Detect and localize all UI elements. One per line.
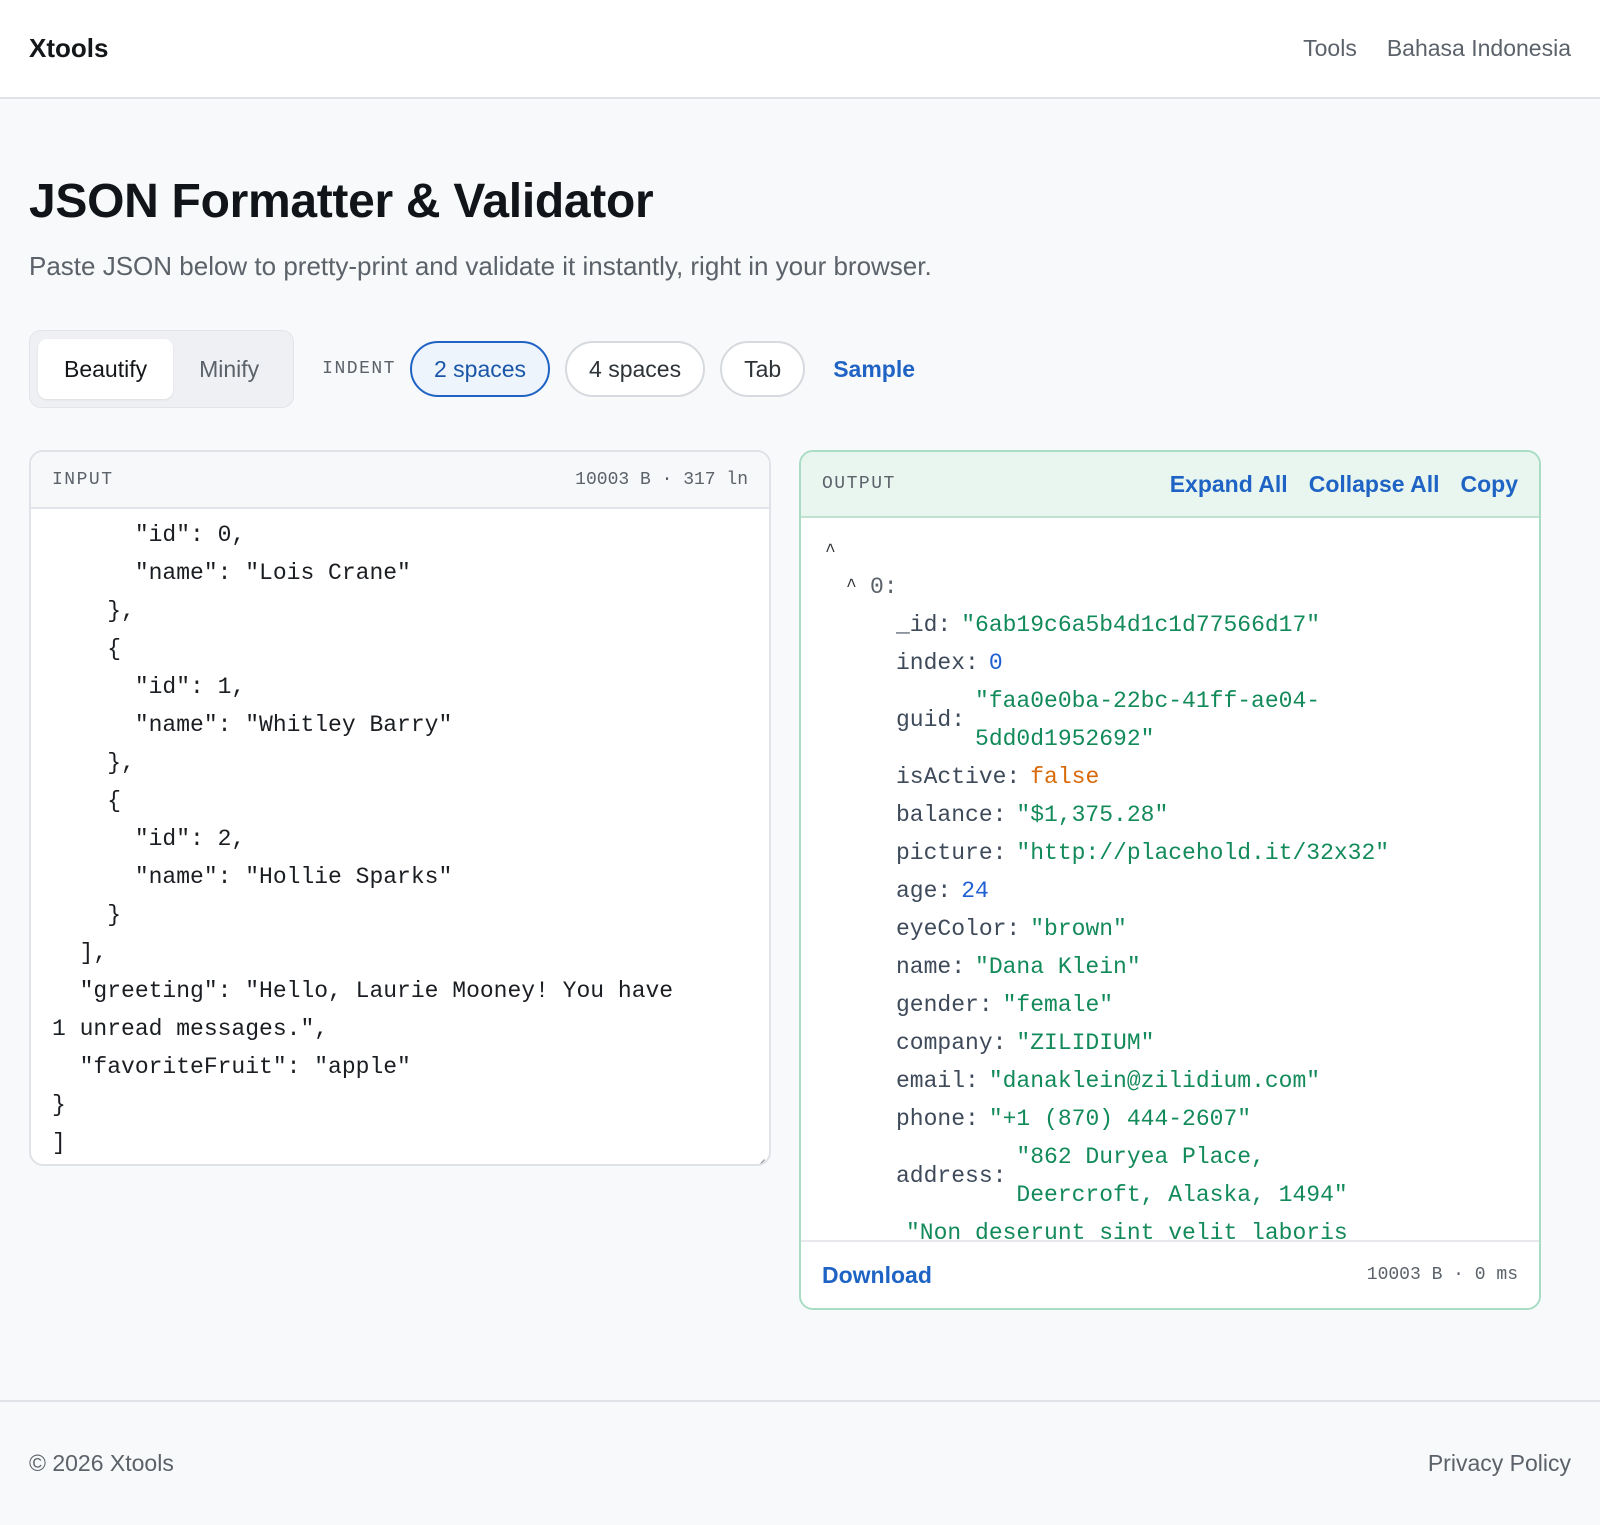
property-value: "danaklein@zilidium.com" [988,1068,1321,1094]
tree-node-label: 0: [870,574,898,600]
input-label: INPUT [52,469,114,490]
property-value: "+1 (870) 444-2607" [988,1106,1252,1132]
top-nav: Tools Bahasa Indonesia [1303,35,1571,62]
output-stats: 10003 B · 0 ms [1366,1265,1518,1285]
beautify-button[interactable]: Beautify [38,339,174,399]
property-key: name: [896,954,966,980]
property-value: "faa0e0ba-22bc-41ff-ae04-5dd0d1952692" [975,688,1321,752]
property-key: phone: [896,1106,979,1132]
minify-button[interactable]: Minify [173,339,285,399]
property-key: picture: [896,840,1007,866]
output-panel: OUTPUT Expand All Collapse All Copy ^ ^ … [799,450,1541,1310]
input-panel-header: INPUT 10003 B · 317 ln [31,452,769,509]
top-bar: Xtools Tools Bahasa Indonesia [0,0,1600,99]
property-key: address: [896,1163,1007,1189]
property-value: "http://placehold.it/32x32" [1016,840,1390,866]
input-textarea[interactable]: "id": 0, "name": "Lois Crane" }, { "id":… [52,522,674,1156]
resize-handle-icon[interactable] [751,1146,765,1160]
property-value: "female" [1002,992,1114,1018]
property-value: 0 [988,650,1003,676]
tree-property-row: isActive: false [801,758,1539,796]
property-value: "brown" [1030,916,1127,942]
nav-tools-link[interactable]: Tools [1303,35,1357,61]
indent-4-spaces-button[interactable]: 4 spaces [565,341,706,397]
indent-2-spaces-button[interactable]: 2 spaces [409,341,551,397]
privacy-policy-link[interactable]: Privacy Policy [1427,1450,1571,1476]
tree-property-row: guid: "faa0e0ba-22bc-41ff-ae04-5dd0d19526… [801,682,1539,758]
tree-property-row: eyeColor: "brown" [801,910,1539,948]
brand-logo[interactable]: Xtools [29,33,109,63]
tree-properties: _id: "6ab19c6a5b4d1c1d77566d17" index: 0 gui… [801,606,1539,1244]
tree-property-row: age: 24 [801,872,1539,910]
output-panel-footer: Download 10003 B · 0 ms [801,1240,1539,1308]
property-key: index: [896,650,979,676]
property-key: balance: [896,802,1007,828]
tree-property-row: gender: "female" [801,986,1539,1024]
property-value: false [1030,764,1100,790]
sample-link[interactable]: Sample [833,355,916,382]
indent-label: INDENT [322,359,396,379]
collapse-all-button[interactable]: Collapse All [1308,470,1440,497]
property-value: "$1,375.28" [1016,802,1169,828]
nav-language-link[interactable]: Bahasa Indonesia [1386,35,1571,61]
copyright-text: © 2026 Xtools [29,1450,174,1476]
tree-property-row: balance: "$1,375.28" [801,796,1539,834]
tree-property-row: phone: "+1 (870) 444-2607" [801,1100,1539,1138]
property-key: isActive: [896,764,1021,790]
copy-button[interactable]: Copy [1460,470,1519,497]
mode-segmented-control: Beautify Minify [29,330,295,408]
page-subtitle: Paste JSON below to pretty-print and val… [29,251,932,281]
tree-property-row: picture: "http://placehold.it/32x32" [801,834,1539,872]
property-value: "6ab19c6a5b4d1c1d77566d17" [961,612,1321,638]
expand-all-button[interactable]: Expand All [1169,470,1288,497]
property-key: eyeColor: [896,916,1021,942]
tree-property-row: index: 0 [801,644,1539,682]
page-title: JSON Formatter & Validator [29,175,654,228]
tree-property-row: name: "Dana Klein" [801,948,1539,986]
property-value: "ZILIDIUM" [1016,1030,1155,1056]
output-panel-header: OUTPUT Expand All Collapse All Copy [801,452,1539,518]
tree-root-row[interactable]: ^ [801,536,1539,568]
output-tree: ^ ^ 0: _id: "6ab19c6a5b4d1c1d77566d17" ind… [801,518,1539,1244]
tree-property-row: address: "862 Duryea Place, Deercroft, Al… [801,1138,1539,1214]
indent-tab-button[interactable]: Tab [720,341,806,397]
chevron-up-icon[interactable]: ^ [825,542,836,562]
tree-property-row: company: "ZILIDIUM" [801,1024,1539,1062]
tree-property-row: email: "danaklein@zilidium.com" [801,1062,1539,1100]
property-value: "Dana Klein" [975,954,1141,980]
input-stats: 10003 B · 317 ln [575,469,748,490]
download-button[interactable]: Download [822,1261,932,1288]
property-key: gender: [896,992,993,1018]
toolbar: Beautify Minify INDENT 2 spaces 4 spaces… [29,330,1571,408]
chevron-up-icon[interactable]: ^ [846,577,857,597]
main-content: JSON Formatter & Validator Paste JSON be… [0,174,1600,1330]
tree-node-row[interactable]: ^ 0: [801,568,1539,606]
output-label: OUTPUT [822,474,896,494]
output-actions: Expand All Collapse All Copy [1170,471,1518,498]
page-footer: © 2026 Xtools Privacy Policy [0,1400,1600,1525]
property-key: guid: [896,707,966,733]
property-value: "862 Duryea Place, Deercroft, Alaska, 14… [1016,1144,1348,1208]
property-value: 24 [961,878,989,904]
property-key: _id: [896,612,952,638]
editor-panels: INPUT 10003 B · 317 ln "id": 0, "name": … [29,450,1571,1330]
property-key: company: [896,1030,1007,1056]
property-key: age: [896,878,952,904]
input-panel: INPUT 10003 B · 317 ln "id": 0, "name": … [29,450,771,1166]
property-key: email: [896,1068,979,1094]
tree-property-row: _id: "6ab19c6a5b4d1c1d77566d17" [801,606,1539,644]
